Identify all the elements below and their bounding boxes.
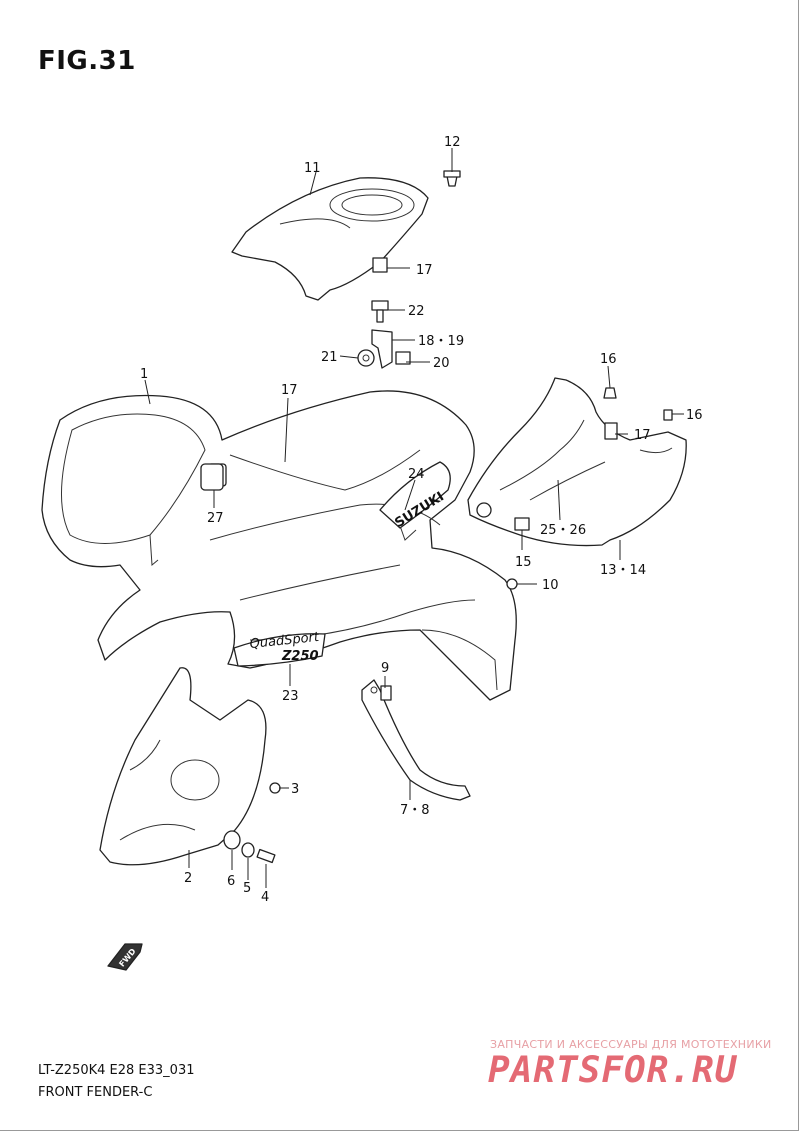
- part-4-bolt[interactable]: [256, 848, 276, 864]
- part-9-bolt[interactable]: [380, 685, 392, 701]
- part-27-emblem[interactable]: [200, 463, 224, 491]
- part-2-inner-fender[interactable]: [99, 667, 267, 866]
- quadsport-decal-text: QuadSport: [249, 630, 321, 652]
- callout-1: 1: [140, 367, 148, 382]
- callout-24: 24: [408, 467, 425, 482]
- callout-22: 22: [408, 304, 425, 319]
- callout-2: 2: [184, 871, 192, 886]
- callout-6: 6: [227, 874, 235, 889]
- part-10-screw[interactable]: [506, 578, 518, 590]
- part-22-bolt[interactable]: [371, 300, 389, 323]
- callout-25-26: 25・26: [540, 523, 586, 538]
- callout-7-8: 7・8: [400, 803, 430, 818]
- callout-18-19: 18・19: [418, 334, 464, 349]
- watermark-logo: PARTSFOR.RU: [488, 1050, 738, 1091]
- callout-21: 21: [321, 350, 338, 365]
- part-5-washer[interactable]: [241, 842, 255, 858]
- fwd-arrow-icon: FWD: [107, 943, 143, 971]
- part-23-decal[interactable]: QuadSport Z250: [233, 630, 326, 667]
- part-12-fastener[interactable]: [443, 170, 461, 187]
- callout-16-top: 16: [600, 352, 617, 367]
- callout-5: 5: [243, 881, 251, 896]
- part-13-14-side-panel[interactable]: [467, 377, 687, 547]
- part-7-8-stay[interactable]: [361, 679, 471, 801]
- part-6-grommet[interactable]: [223, 830, 241, 850]
- callout-12: 12: [444, 135, 461, 150]
- callout-labels: 11 12 17 22 18・19 20 21 1 17 27 24 16 16…: [140, 135, 703, 905]
- part-11-cover[interactable]: [231, 177, 429, 301]
- callout-10: 10: [542, 578, 559, 593]
- leader-lines: [144, 148, 684, 888]
- callout-11: 11: [304, 161, 321, 176]
- callout-9: 9: [381, 661, 389, 676]
- callout-20: 20: [433, 356, 450, 371]
- part-16-clips[interactable]: [603, 387, 673, 421]
- callout-17-panel: 17: [634, 428, 651, 443]
- callout-23: 23: [282, 689, 299, 704]
- callout-4: 4: [261, 890, 269, 905]
- callout-13-14: 13・14: [600, 563, 646, 578]
- part-15-bolt[interactable]: [476, 502, 530, 531]
- watermark-subtitle: ЗАПЧАСТИ И АКСЕССУАРЫ ДЛЯ МОТОТЕХНИКИ: [490, 1038, 772, 1051]
- callout-17-cover: 17: [416, 263, 433, 278]
- part-18-19-bracket[interactable]: [357, 329, 411, 369]
- callout-15: 15: [515, 555, 532, 570]
- callout-17-fender: 17: [281, 383, 298, 398]
- part-3-screw[interactable]: [269, 782, 281, 794]
- callout-16-right: 16: [686, 408, 703, 423]
- callout-27: 27: [207, 511, 224, 526]
- figure-title: FIG.31: [38, 46, 136, 76]
- model-decal-text: Z250: [281, 649, 319, 664]
- callout-3: 3: [291, 782, 299, 797]
- diagram-caption: FRONT FENDER-C: [38, 1085, 153, 1100]
- diagram-code: LT-Z250K4 E28 E33_031: [38, 1063, 195, 1078]
